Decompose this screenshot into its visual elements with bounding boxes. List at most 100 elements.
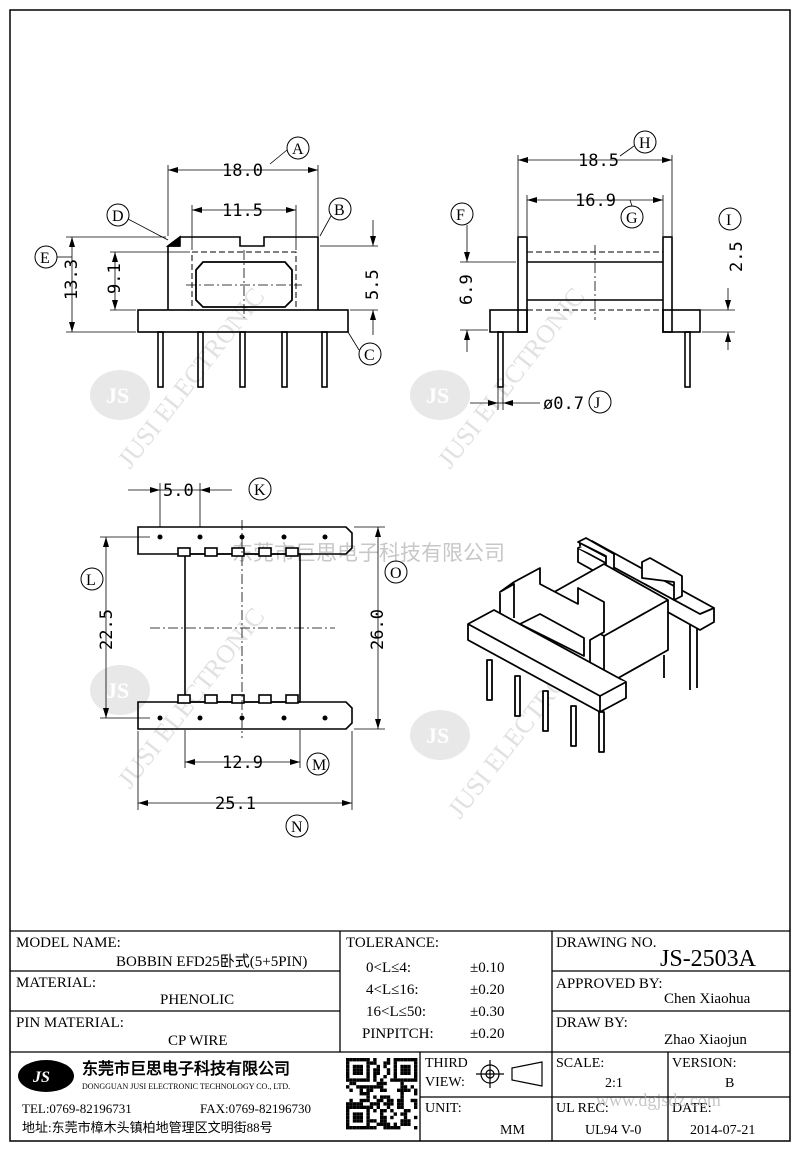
dim-pin-dia: ø0.7 [543,394,584,414]
svg-text:E: E [40,250,50,267]
tolerance-value: ±0.30 [470,1004,504,1020]
svg-text:A: A [292,141,304,158]
balloon-E: E [34,245,72,269]
svg-text:K: K [254,482,266,499]
dim-26-0: 26.0 [368,609,388,650]
sheet-border [9,9,791,1142]
dim-18-0: 18.0 [222,161,263,181]
dim-6-9: 6.9 [457,274,477,305]
drawing-no-label: DRAWING NO. [556,935,656,951]
svg-text:JS: JS [426,383,449,408]
dim-5-0: 5.0 [163,481,194,501]
tolerance-range: 4<L≤16: [366,982,419,998]
balloon-B: B [319,197,352,237]
svg-text:N: N [291,819,303,836]
balloon-L: L [80,567,104,591]
company-cn: 东莞市巨思电子科技有限公司 [82,1059,290,1078]
tolerance-range: 16<L≤50: [366,1004,426,1020]
svg-text:C: C [364,347,375,364]
unit-label: UNIT: [425,1101,462,1116]
dim-18-5: 18.5 [578,151,619,171]
site-watermark: www.dgjsdz.com [596,1090,721,1110]
bottom-view [100,483,385,810]
date-label: DATE: [672,1101,712,1116]
tolerance-value: ±0.10 [470,960,504,976]
company-address: 地址:东莞市樟木头镇柏地管理区文明街88号 [22,1120,273,1135]
dim-11-5: 11.5 [222,201,263,221]
scale-value: 2:1 [605,1076,623,1091]
balloon-N: N [285,814,309,838]
tolerance-table: 0<L≤4: ±0.10 4<L≤16: ±0.20 16<L≤50: ±0.30PINP… [362,960,504,1042]
dim-16-9: 16.9 [575,191,616,211]
svg-text:JS: JS [426,723,449,748]
svg-text:JS: JS [106,383,129,408]
balloon-D: D [106,203,169,241]
balloon-M: M [306,752,330,776]
scale-label: SCALE: [556,1056,604,1071]
approved-by-value: Chen Xiaohua [664,991,751,1007]
company-en: DONGGUAN JUSI ELECTRONIC TECHNOLOGY CO.,… [82,1082,290,1091]
svg-text:H: H [639,135,651,152]
svg-text:JS: JS [106,678,129,703]
tolerance-range: 0<L≤4: [366,960,411,976]
dim-5-5: 5.5 [363,269,383,300]
company-tel: TEL:0769-82196731 [22,1101,132,1116]
dim-12-9: 12.9 [222,753,263,773]
balloon-O: O [384,560,408,584]
qr-code [346,1058,418,1130]
svg-text:M: M [312,757,326,774]
dim-13-3: 13.3 [62,259,82,300]
ul-value: UL94 V-0 [585,1123,641,1138]
drawing-no-value: JS-2503A [660,946,757,972]
tolerance-label: TOLERANCE: [346,935,439,951]
dim-25-1: 25.1 [215,794,256,814]
company-fax: FAX:0769-82196730 [200,1101,311,1116]
balloon-K: K [248,477,272,501]
svg-text:I: I [726,212,731,229]
svg-text:J: J [594,395,600,412]
pin-material-value: CP WIRE [168,1033,228,1049]
balloon-A: A [269,136,310,165]
balloon-C: C [347,331,382,366]
unit-value: MM [500,1123,525,1138]
svg-text:东莞市巨思电子科技有限公司: 东莞市巨思电子科技有限公司 [232,541,505,565]
model-name-value: BOBBIN EFD25卧式(5+5PIN) [116,953,307,970]
balloon-I: I [718,207,742,231]
model-name-label: MODEL NAME: [16,935,121,951]
tolerance-value: ±0.20 [470,1026,504,1042]
third-angle-projection-symbol [476,1060,543,1088]
svg-text:O: O [390,565,402,582]
draw-by-label: DRAW BY: [556,1015,628,1031]
side-view [460,155,735,410]
ul-label: UL REC: [556,1101,609,1116]
material-value: PHENOLIC [160,992,234,1008]
third-view-label-2: VIEW: [425,1075,465,1090]
balloon-F: F [450,202,474,240]
draw-by-value: Zhao Xiaojun [664,1032,747,1048]
svg-text:G: G [626,210,638,227]
approved-by-label: APPROVED BY: [556,976,663,992]
svg-text:JS: JS [32,1069,50,1086]
svg-text:D: D [112,208,124,225]
svg-text:F: F [456,207,465,224]
tolerance-value: ±0.20 [470,982,504,998]
balloon-H: H [619,130,657,157]
version-label: VERSION: [672,1056,737,1071]
material-label: MATERIAL: [16,975,96,991]
isometric-view [467,537,715,753]
balloon-G: G [620,199,644,229]
dim-9-1: 9.1 [105,263,125,294]
dim-22-5: 22.5 [97,609,117,650]
third-view-label: THIRD [425,1056,468,1071]
pin-material-label: PIN MATERIAL: [16,1015,124,1031]
tolerance-range: PINPITCH: [362,1026,434,1042]
date-value: 2014-07-21 [690,1123,755,1138]
balloon-J: J [588,390,612,414]
svg-text:B: B [334,202,345,219]
svg-text:L: L [86,572,96,589]
title-block-lines [10,930,790,1141]
front-view [66,165,378,388]
version-value: B [725,1076,734,1091]
dim-2-5: 2.5 [727,241,747,272]
